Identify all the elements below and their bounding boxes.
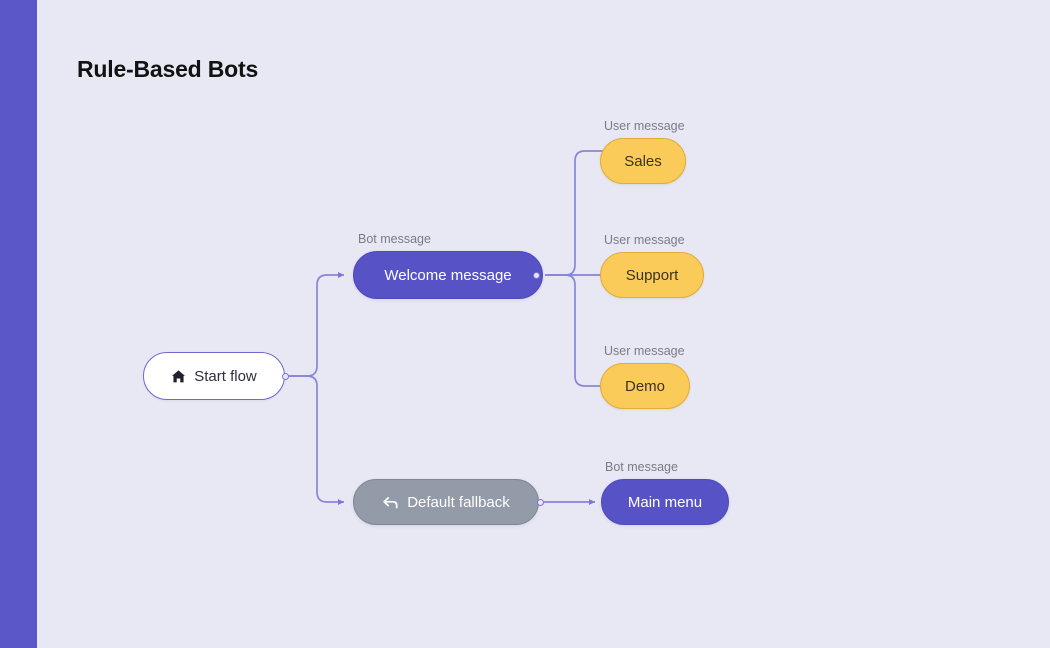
- caption-demo: User message: [604, 344, 685, 358]
- caption-support: User message: [604, 233, 685, 247]
- edge-welcome-to-demo: [545, 274, 603, 387]
- node-default-fallback[interactable]: Default fallback: [353, 479, 539, 525]
- node-demo-label: Demo: [624, 377, 665, 395]
- node-support[interactable]: Support: [600, 252, 704, 298]
- edge-welcome-to-sales: [545, 150, 603, 276]
- edge-start-to-fallback: [285, 375, 344, 505]
- edge-start-to-welcome: [285, 272, 344, 377]
- caption-main-menu: Bot message: [605, 460, 678, 474]
- home-icon: [171, 369, 186, 384]
- node-support-label: Support: [625, 266, 679, 284]
- handle-default-fallback-right[interactable]: [537, 498, 544, 506]
- caption-welcome-message: Bot message: [358, 232, 431, 246]
- node-start-flow-label: Start flow: [194, 367, 257, 385]
- node-sales[interactable]: Sales: [600, 138, 686, 184]
- node-demo[interactable]: Demo: [600, 363, 690, 409]
- node-start-flow[interactable]: Start flow: [143, 352, 285, 400]
- reply-arrow-icon: [382, 495, 399, 510]
- node-default-fallback-label: Default fallback: [407, 493, 510, 511]
- handle-welcome-message-right[interactable]: [533, 271, 540, 279]
- page-title: Rule-Based Bots: [77, 56, 259, 82]
- node-main-menu-label: Main menu: [627, 493, 703, 511]
- caption-sales: User message: [604, 119, 685, 133]
- node-welcome-message-label: Welcome message: [384, 266, 512, 284]
- node-main-menu[interactable]: Main menu: [601, 479, 729, 525]
- node-sales-label: Sales: [624, 152, 662, 170]
- sidebar-rail: [0, 0, 37, 648]
- handle-start-flow-right[interactable]: [282, 372, 289, 380]
- node-welcome-message[interactable]: Welcome message: [353, 251, 543, 299]
